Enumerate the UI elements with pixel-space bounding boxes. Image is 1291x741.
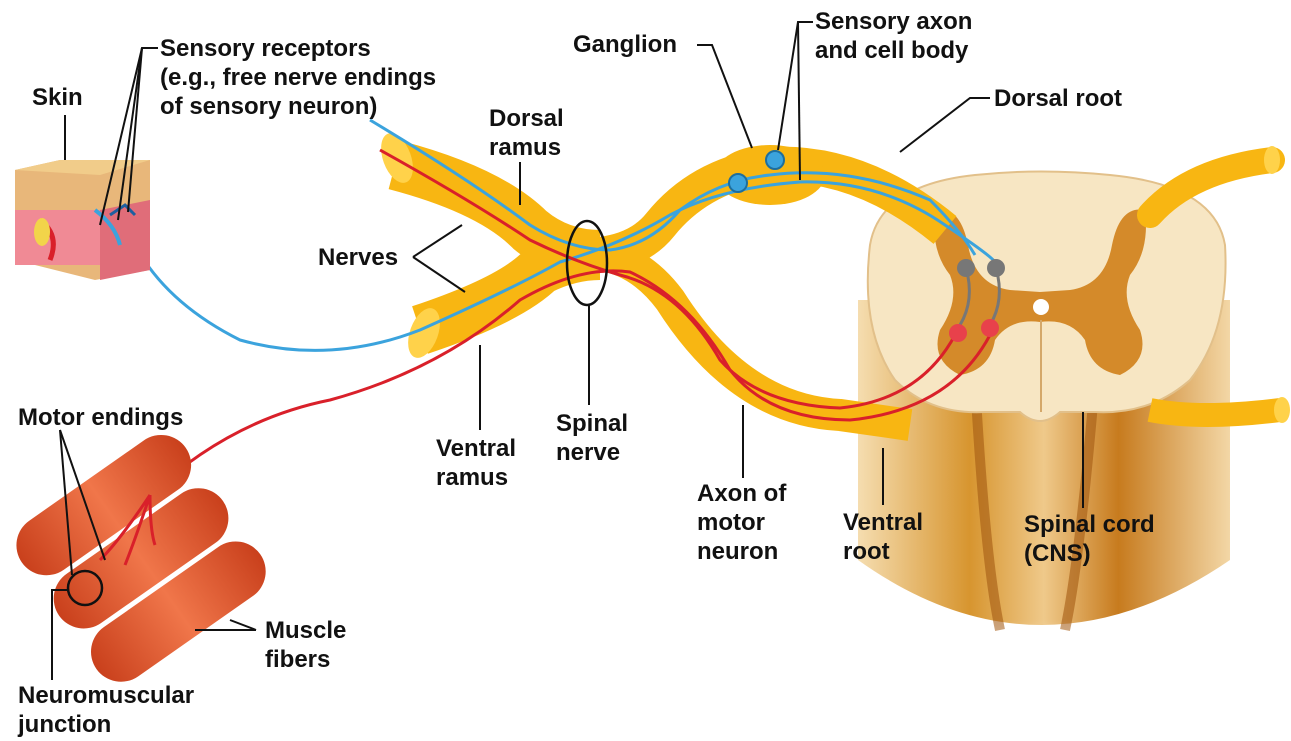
label-axon-motor-neuron: Axon of motor neuron xyxy=(697,479,786,566)
spinal-cord xyxy=(840,172,1250,741)
label-sensory-receptors: Sensory receptors (e.g., free nerve endi… xyxy=(160,34,436,121)
label-ganglion: Ganglion xyxy=(573,30,677,59)
label-dorsal-ramus: Dorsal ramus xyxy=(489,104,564,162)
label-muscle-fibers: Muscle fibers xyxy=(265,616,346,674)
label-motor-endings: Motor endings xyxy=(18,403,183,432)
label-skin: Skin xyxy=(32,83,83,112)
label-ventral-root: Ventral root xyxy=(843,508,923,566)
label-sensory-axon: Sensory axon and cell body xyxy=(815,7,972,65)
muscle-fibers xyxy=(5,423,278,693)
central-canal xyxy=(1033,299,1049,315)
label-ventral-ramus: Ventral ramus xyxy=(436,434,516,492)
label-spinal-nerve: Spinal nerve xyxy=(556,409,628,467)
label-neuromuscular-junction: Neuromuscular junction xyxy=(18,681,194,739)
label-spinal-cord: Spinal cord (CNS) xyxy=(1024,510,1155,568)
label-nerves: Nerves xyxy=(318,243,398,272)
skin-block xyxy=(15,160,150,280)
label-dorsal-root: Dorsal root xyxy=(994,84,1122,113)
